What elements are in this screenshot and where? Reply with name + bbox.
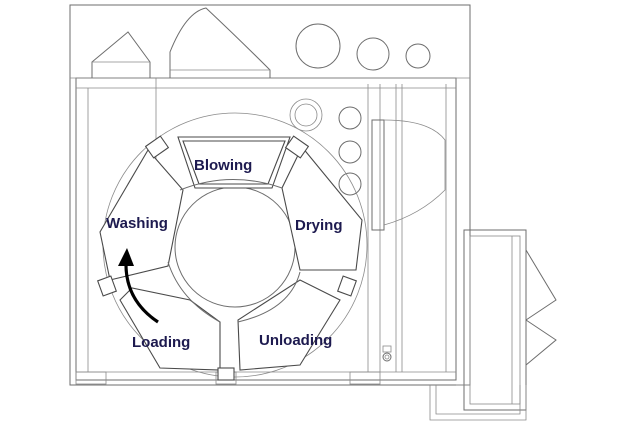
station-washing (99, 149, 184, 281)
label-washing: Washing (106, 215, 168, 232)
station-drying (281, 145, 363, 271)
label-drying: Drying (295, 217, 343, 234)
carousel-hub (174, 186, 296, 308)
top-doors (91, 7, 271, 78)
tanks (289, 23, 431, 196)
external-unit (429, 229, 557, 421)
station-unloading (237, 279, 341, 371)
right-column (367, 84, 447, 372)
label-blowing: Blowing (194, 157, 252, 174)
rotation-arrow (118, 248, 159, 324)
label-unloading: Unloading (259, 332, 332, 349)
stations (96, 135, 363, 381)
label-loading: Loading (132, 334, 190, 351)
